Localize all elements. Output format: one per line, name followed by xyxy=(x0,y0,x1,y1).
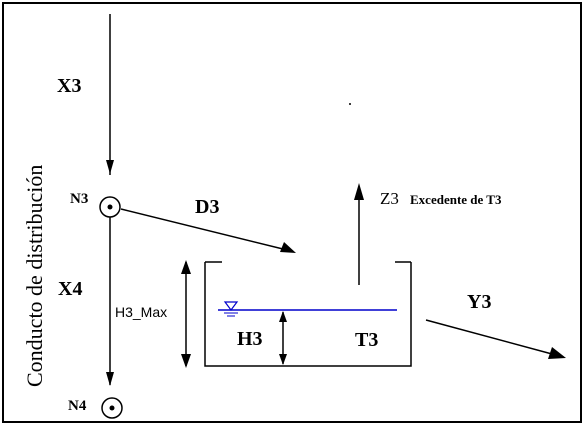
tank-name: T3 xyxy=(355,329,378,351)
n3-node-dot xyxy=(107,204,113,210)
d3-arrow-line xyxy=(120,208,288,251)
h3-arrow-top xyxy=(279,311,287,322)
water-level-symbol xyxy=(223,301,239,311)
n4-label: N4 xyxy=(68,398,87,414)
z3-label: Z3 xyxy=(380,189,399,208)
x3-label: X3 xyxy=(57,75,81,97)
tank-outline xyxy=(204,262,412,367)
x4-label: X4 xyxy=(58,278,82,300)
d3-label: D3 xyxy=(195,196,219,218)
y3-arrowhead xyxy=(548,347,566,359)
n4-node-dot xyxy=(109,405,115,411)
h3max-arrow-bottom xyxy=(181,354,191,368)
conduit-label: Conducto de distribución xyxy=(22,165,47,387)
n3-label: N3 xyxy=(70,191,88,207)
h3max-label: H3_Max xyxy=(115,304,167,320)
h3-arrow-bottom xyxy=(279,354,287,365)
y3-label: Y3 xyxy=(467,291,491,313)
h3max-arrow-top xyxy=(181,260,191,274)
z3-arrowhead xyxy=(354,183,364,200)
h3-label: H3 xyxy=(237,328,263,350)
stray-dot xyxy=(349,103,351,105)
excess-label: Excedente de T3 xyxy=(410,192,502,207)
x3-arrowhead xyxy=(106,160,114,174)
x4-arrowhead xyxy=(106,372,114,386)
y3-arrow-line xyxy=(425,319,553,355)
d3-arrowhead xyxy=(280,242,296,253)
